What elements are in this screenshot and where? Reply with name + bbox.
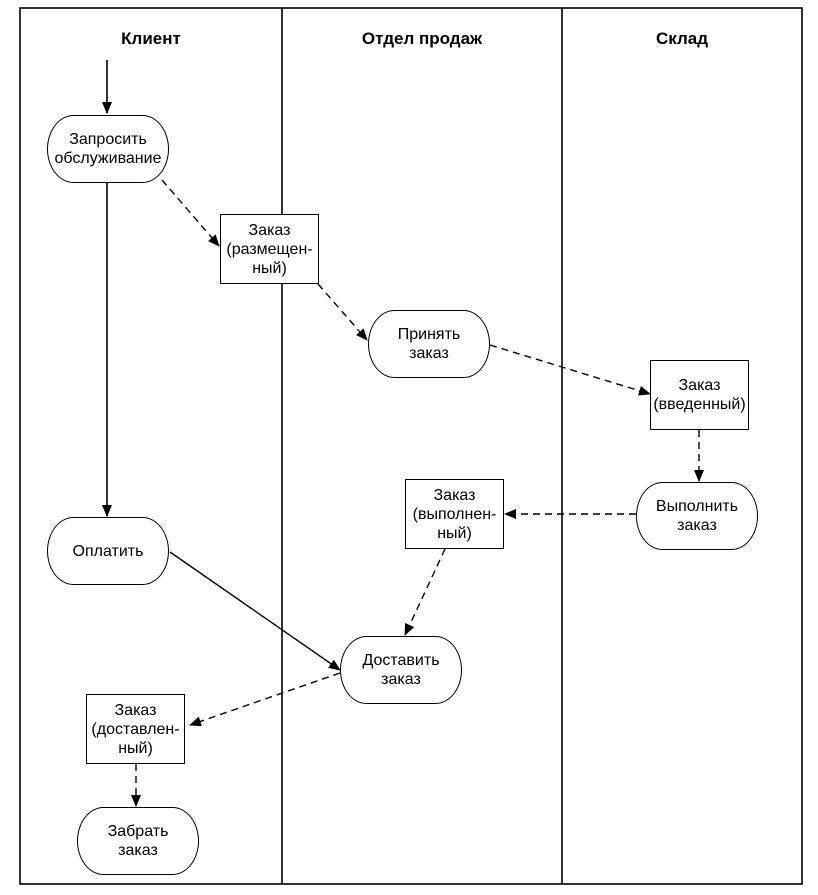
object-order-filled: Заказ (выполнен- ный)	[405, 479, 504, 549]
object-order-placed-label: Заказ (размещен- ный)	[226, 221, 313, 277]
activity-pay: Оплатить	[47, 517, 169, 585]
lane-title-warehouse: Склад	[655, 29, 709, 48]
activity-request-service-label: Запросить обслуживание	[54, 131, 162, 167]
object-order-delivered: Заказ (доставлен- ный)	[86, 694, 185, 764]
activity-accept-order: Принять заказ	[368, 310, 490, 378]
activity-fulfill-order-label: Выполнить заказ	[655, 498, 739, 534]
flow-deliver-to-order-delivered	[189, 672, 341, 727]
flow-request-to-order-placed	[161, 179, 220, 247]
object-order-entered: Заказ (введенный)	[650, 360, 749, 430]
diagram-frame	[19, 7, 803, 885]
flow-order-filled-to-deliver	[404, 548, 446, 636]
flow-accept-to-order-entered	[489, 344, 651, 396]
object-order-entered-label: Заказ (введенный)	[653, 377, 746, 413]
flow-pay-to-deliver	[169, 551, 341, 671]
object-order-placed: Заказ (размещен- ный)	[220, 214, 319, 284]
activity-pay-label: Оплатить	[72, 542, 144, 560]
flow-order-placed-to-accept	[317, 283, 368, 341]
activity-fulfill-order: Выполнить заказ	[636, 482, 758, 550]
activity-deliver-order-label: Доставить заказ	[362, 652, 440, 688]
activity-deliver-order: Доставить заказ	[340, 636, 462, 704]
lane-title-sales: Отдел продаж	[361, 29, 483, 48]
activity-accept-order-label: Принять заказ	[397, 326, 461, 362]
object-order-delivered-label: Заказ (доставлен- ный)	[91, 701, 180, 757]
activity-request-service: Запросить обслуживание	[47, 115, 169, 183]
activity-collect-order-label: Забрать заказ	[107, 823, 169, 859]
activity-collect-order: Забрать заказ	[77, 807, 199, 875]
object-order-filled-label: Заказ (выполнен- ный)	[412, 486, 497, 542]
lane-title-client: Клиент	[121, 29, 181, 48]
